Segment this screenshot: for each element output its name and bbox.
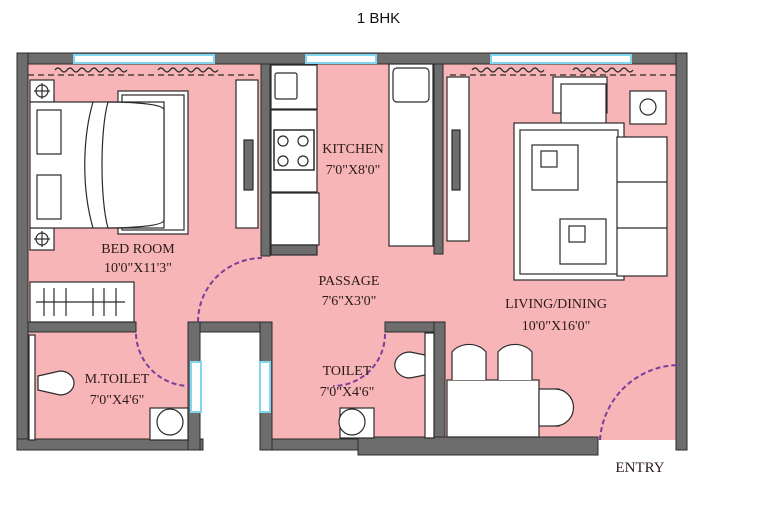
door-swings bbox=[135, 257, 681, 441]
room-size-living: 10'0"X16'0" bbox=[522, 319, 591, 334]
room-label-mtoilet: M.TOILET bbox=[85, 372, 150, 387]
toilet-fixtures bbox=[28, 332, 435, 441]
bedroom-furniture bbox=[29, 79, 259, 323]
curtains bbox=[28, 67, 676, 76]
room-size-bedroom: 10'0"X11'3" bbox=[104, 261, 172, 276]
room-size-mtoilet: 7'0"X4'6" bbox=[90, 393, 145, 408]
room-labels: BED ROOM 10'0"X11'3" KITCHEN 7'0"X8'0" P… bbox=[85, 142, 665, 476]
entry-label: ENTRY bbox=[615, 460, 664, 476]
room-size-kitchen: 7'0"X8'0" bbox=[326, 163, 381, 178]
room-label-kitchen: KITCHEN bbox=[322, 142, 383, 157]
room-label-passage: PASSAGE bbox=[319, 274, 380, 289]
room-label-living: LIVING/DINING bbox=[505, 297, 607, 312]
living-furniture bbox=[446, 76, 668, 438]
room-label-toilet: TOILET bbox=[323, 364, 372, 379]
room-size-passage: 7'6"X3'0" bbox=[322, 294, 377, 309]
windows bbox=[73, 54, 632, 413]
kitchen-furniture bbox=[270, 63, 470, 256]
room-label-bedroom: BED ROOM bbox=[101, 242, 175, 257]
room-size-toilet: 7'0"X4'6" bbox=[320, 385, 375, 400]
plan-title: 1 BHK bbox=[356, 10, 401, 27]
